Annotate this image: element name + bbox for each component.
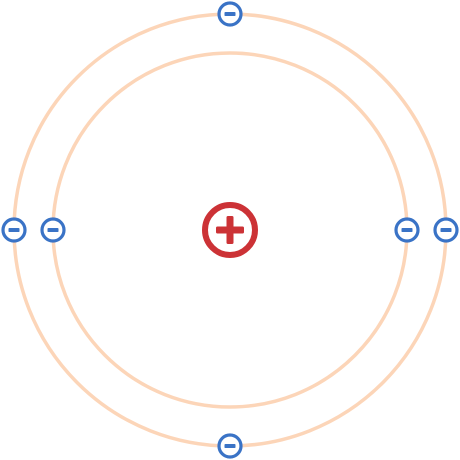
- electron-outer-1: [217, 1, 243, 27]
- nucleus: [202, 202, 258, 258]
- electron-inner-2: [40, 217, 66, 243]
- minus-bar: [224, 12, 236, 16]
- electron-outer-4: [1, 217, 27, 243]
- minus-bar: [47, 228, 59, 232]
- minus-bar: [440, 228, 452, 232]
- minus-bar: [224, 444, 236, 448]
- minus-bar: [8, 228, 20, 232]
- electron-outer-3: [217, 433, 243, 459]
- electron-inner-1: [394, 217, 420, 243]
- minus-bar: [401, 228, 413, 232]
- electron-outer-2: [433, 217, 459, 243]
- nucleus-layer: [202, 202, 258, 258]
- plus-vertical-bar: [226, 216, 234, 244]
